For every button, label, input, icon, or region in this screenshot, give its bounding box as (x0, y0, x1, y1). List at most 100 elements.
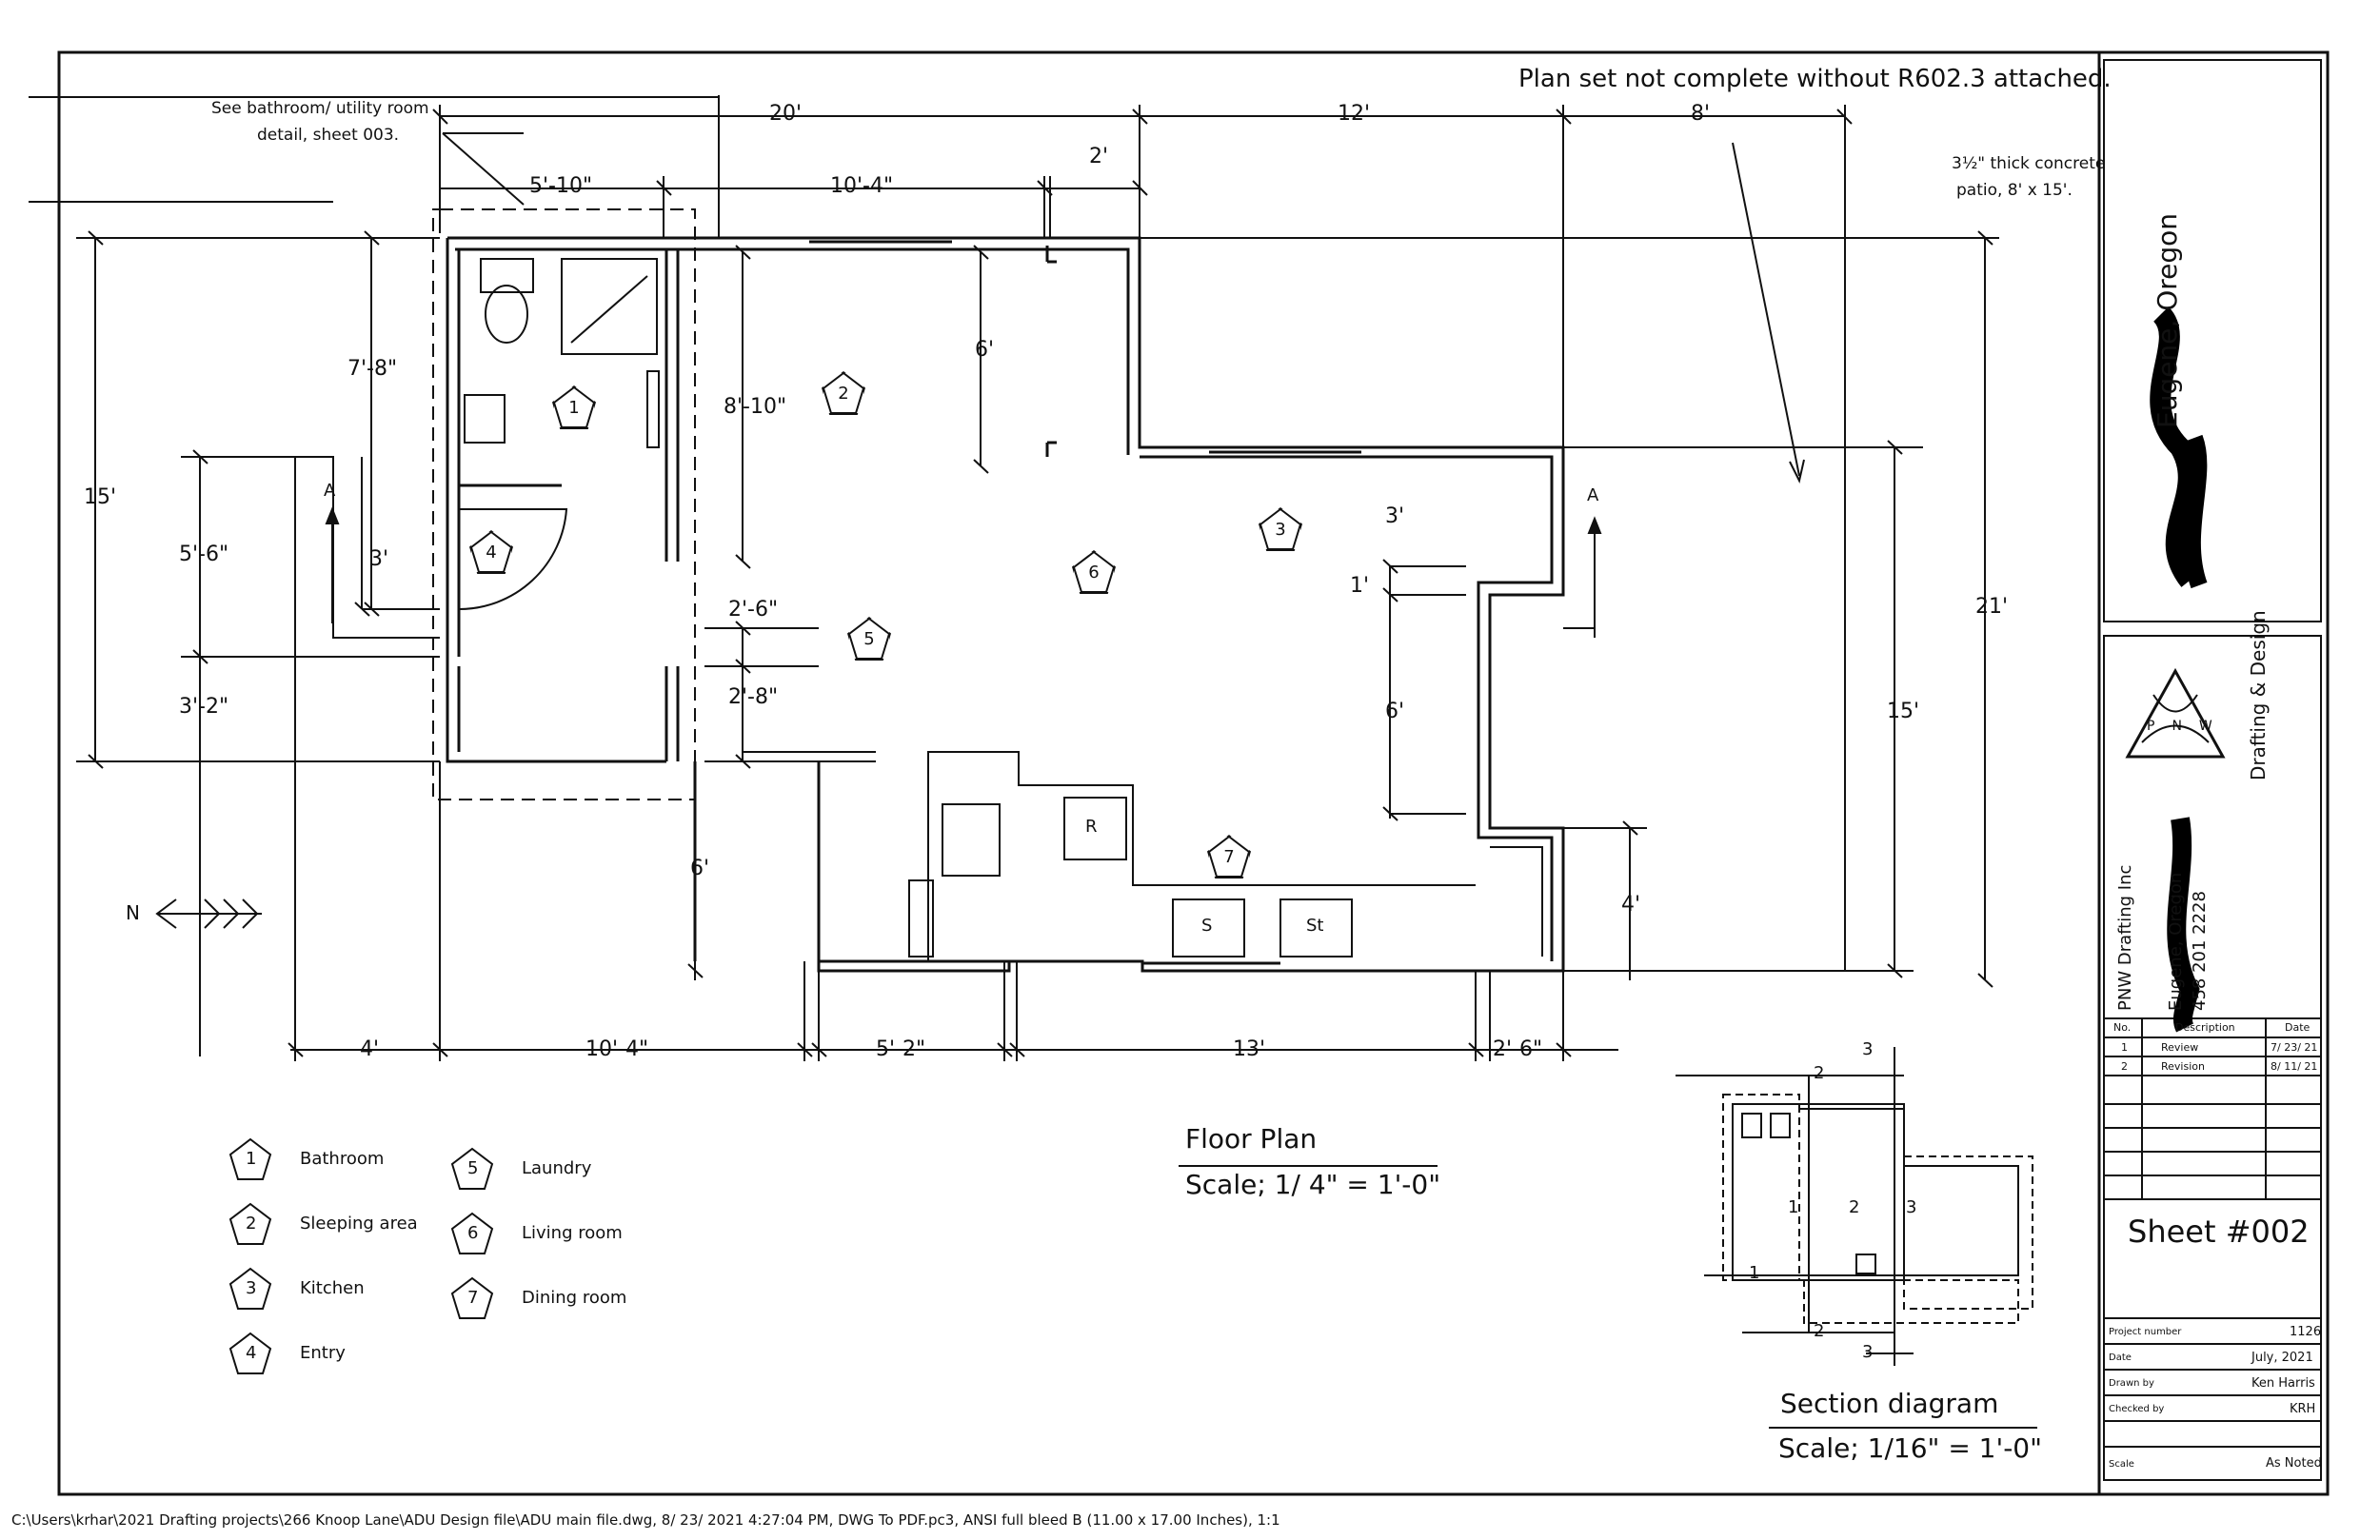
room-tag-5: 5 (847, 617, 891, 661)
company-logo (2125, 667, 2226, 759)
company-box (2103, 635, 2322, 1019)
rev-header-no: No. (2113, 1021, 2132, 1034)
info-checked-label: Checked by (2109, 1404, 2165, 1414)
bottom-dimensions (288, 456, 1618, 1061)
section-diagram-title: Section diagram (1780, 1388, 1999, 1419)
company-phone: 458 201 2228 (2190, 891, 2210, 1011)
section-label: 1 (1788, 1197, 1799, 1217)
section-diagram-plan (1676, 1047, 2033, 1366)
exterior-walls (446, 236, 1565, 973)
fixture-stove: St (1306, 916, 1324, 936)
dim-6-right: 6' (1385, 700, 1405, 723)
legend-item: 1 Bathroom (228, 1137, 419, 1181)
info-scale-value: As Noted (2266, 1456, 2322, 1471)
room-tag-7: 7 (1207, 835, 1251, 879)
dim-2-6: 2'-6" (728, 598, 779, 622)
plan-set-note: Plan set not complete without R602.3 att… (1518, 65, 2112, 93)
section-label: 3 (1862, 1039, 1874, 1059)
dim-21: 21' (1975, 595, 2009, 619)
shower (561, 258, 658, 355)
patio-note-line2: patio, 8' x 15'. (1956, 181, 2073, 200)
dim-6-top: 6' (975, 338, 995, 362)
room-tag-3: 3 (1259, 507, 1302, 551)
toilet-bowl (485, 285, 528, 344)
bathroom-sink (464, 394, 506, 444)
project-location: Eugene, Oregon (2152, 212, 2183, 428)
info-date-label: Date (2109, 1352, 2132, 1363)
section-diagram-scale: Scale; 1/16" = 1'-0" (1778, 1432, 2042, 1464)
dim-3-right: 3' (1385, 504, 1405, 528)
company-city: Eugene, Oregon (2166, 872, 2186, 1011)
info-scale-label: Scale (2109, 1459, 2134, 1470)
section-mark-left: A (324, 481, 336, 501)
section-label: 1 (1749, 1263, 1760, 1283)
top-dimensions (29, 95, 1853, 971)
rev-2-date: 8/ 11/ 21 (2271, 1060, 2318, 1073)
north-arrow (155, 898, 262, 929)
section-label: 2 (1814, 1063, 1825, 1083)
dim-7-8: 7'-8" (347, 357, 398, 381)
legend-item: 7 Dining room (450, 1276, 641, 1320)
dim-12: 12' (1338, 102, 1371, 126)
north-label: N (126, 901, 140, 924)
rev-header-date: Date (2285, 1021, 2311, 1034)
company-name: PNW Drafting Inc (2115, 864, 2135, 1011)
dim-1: 1' (1350, 574, 1370, 598)
footer-file-path: C:\Users\krhar\2021 Drafting projects\26… (11, 1511, 1280, 1529)
left-dimensions (76, 230, 440, 1056)
info-drawn-label: Drawn by (2109, 1378, 2154, 1389)
rev-2-no: 2 (2121, 1060, 2128, 1073)
legend-item: 6 Living room (450, 1212, 641, 1255)
patio-note-line1: 3½" thick concrete (1952, 154, 2106, 173)
dim-15-left: 15' (84, 485, 117, 509)
dim-10-4: 10'-4" (830, 174, 894, 198)
company-tag: Drafting & Design (2247, 610, 2270, 780)
info-table (2103, 1317, 2322, 1481)
dim-3-left: 3' (369, 547, 389, 571)
sheet-number: Sheet #002 (2128, 1214, 2310, 1250)
bathroom-note-line1: See bathroom/ utility room (211, 99, 429, 118)
info-project-label: Project number (2109, 1327, 2182, 1337)
project-box (2103, 59, 2322, 622)
dim-2: 2' (1089, 145, 1109, 168)
dim-8: 8' (1691, 102, 1711, 126)
rev-header-desc: Description (2175, 1021, 2235, 1034)
dim-5-6: 5'-6" (179, 543, 229, 566)
dim-bot-10-4: 10'-4" (585, 1037, 649, 1061)
bathroom-detail-outline (432, 208, 696, 800)
rev-1-desc: Review (2161, 1041, 2199, 1054)
dim-bot-5-2: 5'-2" (876, 1037, 926, 1061)
info-checked-value: KRH (2290, 1402, 2316, 1416)
dim-15-right: 15' (1887, 700, 1920, 723)
kitchen-counters (743, 751, 1543, 961)
dim-5-10: 5'-10" (529, 174, 593, 198)
dim-bot-4: 4' (360, 1037, 380, 1061)
room-tag-4: 4 (469, 530, 513, 574)
redaction-mark (2167, 817, 2200, 1033)
room-tag-6: 6 (1072, 550, 1116, 594)
right-dimensions (687, 142, 1999, 988)
sheet-border (57, 50, 2330, 1496)
dim-bot-13: 13' (1233, 1037, 1266, 1061)
floor-plan-title: Floor Plan (1185, 1123, 1318, 1155)
room-tag-1: 1 (552, 385, 596, 429)
legend-item: 5 Laundry (450, 1147, 641, 1191)
section-markers (325, 506, 1602, 629)
bathroom (457, 249, 680, 761)
dim-8-10: 8'-10" (724, 395, 787, 419)
dim-3-2: 3'-2" (179, 695, 229, 719)
dim-20: 20' (769, 102, 803, 126)
info-date-value: July, 2021 (2251, 1351, 2313, 1365)
floor-plan-scale: Scale; 1/ 4" = 1'-0" (1185, 1169, 1441, 1200)
legend: 1 Bathroom 2 Sleeping area 3 Kitchen 4 E… (228, 1137, 666, 1385)
entry-door-swing (458, 508, 568, 611)
dim-2-8: 2'-8" (728, 685, 779, 709)
bathroom-note-line2: detail, sheet 003. (257, 126, 400, 145)
redaction-mark (2183, 434, 2208, 589)
dim-4-right: 4' (1621, 893, 1641, 917)
info-drawn-value: Ken Harris (2251, 1376, 2315, 1391)
room-tag-2: 2 (822, 371, 865, 415)
rev-1-date: 7/ 23/ 21 (2271, 1041, 2318, 1054)
section-mark-right: A (1587, 485, 1599, 505)
